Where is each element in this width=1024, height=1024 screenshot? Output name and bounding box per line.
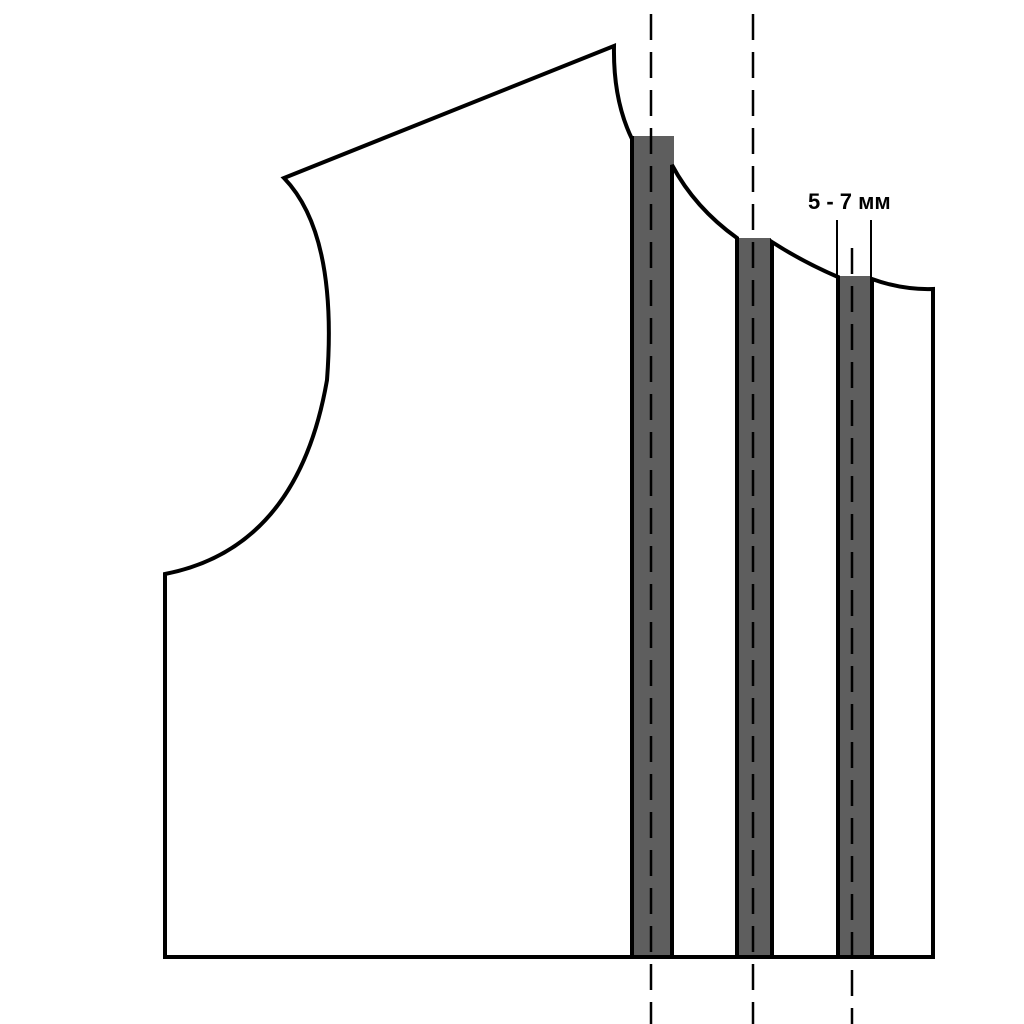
pattern-panel-3: [870, 276, 935, 959]
pattern-panel-2: [770, 238, 840, 959]
seam-allowance-strip-3: [837, 276, 871, 958]
bodice-main-piece: [163, 43, 634, 959]
pattern-panel-1: [670, 164, 739, 959]
measurement-label: 5 - 7 мм: [808, 189, 891, 214]
seam-allowance-strip-1: [632, 136, 674, 958]
